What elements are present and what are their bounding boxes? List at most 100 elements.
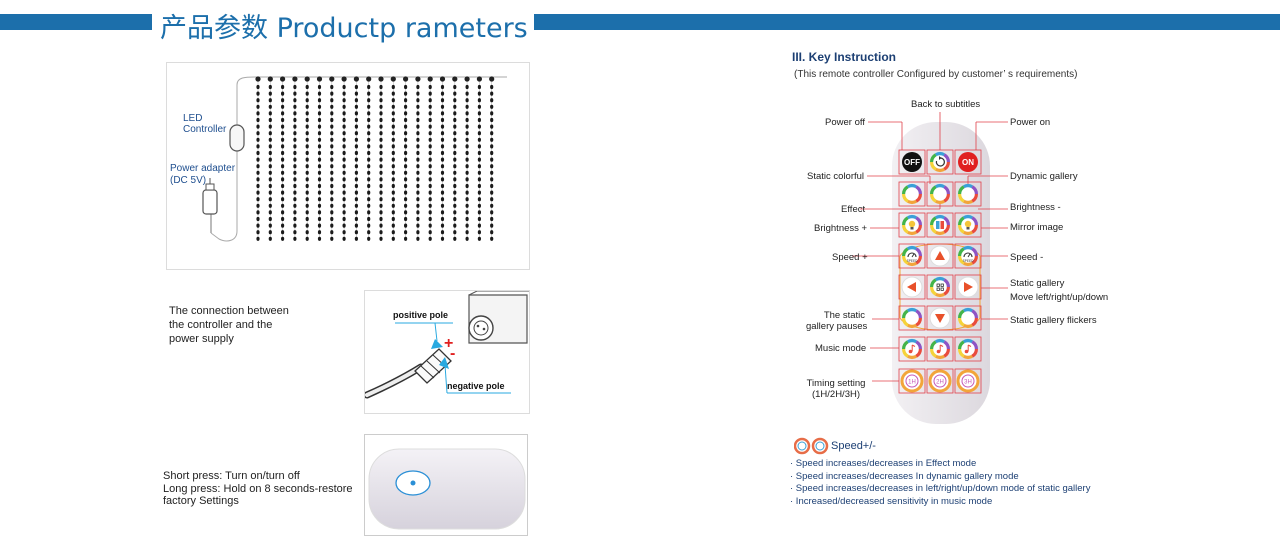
key-instruction-subheading: (This remote controller Configured by cu…: [794, 69, 1078, 80]
led-strand: [378, 76, 384, 241]
led-strand: [476, 76, 482, 241]
led-strand: [329, 76, 335, 241]
power-on-button[interactable]: ON: [954, 149, 982, 175]
label-back-to-subtitles: Back to subtitles: [911, 99, 981, 110]
led-strand: [464, 76, 470, 241]
led-strand: [353, 76, 359, 241]
mirror-image-button[interactable]: [926, 212, 954, 238]
led-strand: [255, 76, 261, 241]
led-strand: [452, 76, 458, 241]
triangle-up-icon: [935, 251, 945, 260]
led-strand: [390, 76, 396, 241]
grid-icon: [936, 283, 944, 291]
label-move-dirs: Move left/right/up/down: [1010, 292, 1109, 303]
led-curtain-panel: LED Controller Power adapter (DC 5V): [166, 62, 530, 270]
led-strand: [341, 76, 347, 241]
label-music-mode: Music mode: [815, 343, 867, 354]
led-strand: [427, 76, 433, 241]
music-note-icon: [936, 344, 944, 354]
negative-pole-label: negative pole: [447, 381, 505, 391]
label-mirror-image: Mirror image: [1010, 222, 1064, 233]
label-static-colorful: Static colorful: [807, 171, 865, 182]
right-arrow-button[interactable]: [954, 274, 982, 300]
bulb-icon: [908, 220, 916, 230]
plus-sign: +: [444, 335, 454, 352]
effect-button[interactable]: [926, 181, 954, 207]
timer-3h-button[interactable]: 3H: [954, 368, 982, 394]
label-static-pauses: The static gallery pauses: [806, 310, 868, 332]
header-bar-left: [0, 14, 152, 30]
led-controller-icon: [229, 124, 245, 152]
label-effect: Effect: [841, 204, 866, 215]
controller-button-icon: [410, 480, 416, 486]
label-static-gallery: Static gallery: [1010, 278, 1065, 289]
label-power-on: Power on: [1010, 117, 1051, 128]
key-instruction-heading: III. Key Instruction: [792, 50, 897, 64]
speed-note: · Speed increases/decreases In dynamic g…: [790, 470, 1019, 482]
controller-photo: [364, 434, 528, 536]
label-timing-setting: Timing setting (1H/2H/3H): [806, 378, 866, 400]
static-pause-button[interactable]: [898, 305, 926, 331]
led-strand: [304, 76, 310, 241]
label-speed-plus: Speed +: [832, 252, 868, 263]
speed-minus-button[interactable]: SPEED: [954, 243, 982, 269]
music-note-icon: [964, 344, 972, 354]
triangle-left-icon: [907, 282, 916, 292]
music-mode-button-1[interactable]: [898, 336, 926, 362]
timer-label: 3H: [964, 380, 972, 386]
timer-2h-button[interactable]: 2H: [926, 368, 954, 394]
led-strands: [255, 76, 495, 241]
brightness-minus-button[interactable]: [954, 212, 982, 238]
power-adapter-icon: [202, 189, 218, 215]
music-mode-button-2[interactable]: [926, 336, 954, 362]
power-off-button[interactable]: OFF: [898, 149, 926, 175]
led-strand: [366, 76, 372, 241]
dynamic-gallery-button[interactable]: [954, 181, 982, 207]
left-arrow-button[interactable]: [898, 274, 926, 300]
led-curtain-illustration: [202, 76, 507, 242]
triangle-down-icon: [935, 314, 945, 323]
speed-notes: · Speed increases/decreases in Effect mo…: [790, 458, 1090, 508]
minus-sign: -: [450, 345, 456, 362]
header-bar-right: [534, 14, 1280, 30]
label-power-off: Power off: [825, 117, 865, 128]
static-flicker-button[interactable]: [954, 305, 982, 331]
svg-text:ON: ON: [962, 158, 974, 167]
svg-text:SPEED: SPEED: [907, 259, 919, 263]
speed-note: · Speed increases/decreases in Effect mo…: [790, 458, 977, 469]
music-mode-button-3[interactable]: [954, 336, 982, 362]
connector-photo: positive pole + - negative pole: [364, 290, 530, 414]
refresh-icon: [935, 156, 945, 167]
led-strand: [267, 76, 273, 241]
speedometer-icon: SPEED: [963, 252, 975, 263]
timer-1h-button[interactable]: 1H: [898, 368, 926, 394]
static-gallery-button[interactable]: [926, 274, 954, 300]
led-strand: [439, 76, 446, 241]
down-arrow-button[interactable]: [926, 305, 954, 331]
svg-text:SPEED: SPEED: [963, 259, 975, 263]
controller-button-description: Short press: Turn on/turn off Long press…: [163, 470, 353, 507]
positive-pole-label: positive pole: [393, 310, 449, 320]
static-colorful-button[interactable]: [898, 181, 926, 207]
speed-note: · Increased/decreased sensitivity in mus…: [790, 495, 993, 507]
brightness-plus-button[interactable]: [898, 212, 926, 238]
music-note-icon: [908, 344, 916, 354]
speed-icons: [794, 437, 829, 455]
connection-description: The connection between the controller an…: [169, 305, 289, 345]
up-arrow-button[interactable]: [926, 243, 954, 269]
timer-label: 1H: [908, 380, 916, 386]
power-adapter-label: Power adapter (DC 5V): [170, 163, 236, 186]
mirror-icon: [936, 221, 944, 229]
label-static-flickers: Static gallery flickers: [1010, 315, 1097, 326]
remote-illustration: OFF ON SPEED SPEED 1H 2H 3H: [852, 112, 1008, 424]
label-dynamic-gallery: Dynamic gallery: [1010, 171, 1078, 182]
svg-text:OFF: OFF: [904, 158, 920, 167]
back-to-subtitles-button[interactable]: [926, 149, 954, 175]
speed-note: · Speed increases/decreases in left/righ…: [790, 483, 1091, 494]
speedometer-icon: SPEED: [907, 252, 919, 263]
led-strand: [489, 76, 495, 241]
label-brightness-plus: Brightness +: [814, 223, 868, 234]
speed-plus-button[interactable]: SPEED: [898, 243, 926, 269]
bulb-icon: [964, 220, 972, 230]
led-strand: [280, 76, 286, 241]
